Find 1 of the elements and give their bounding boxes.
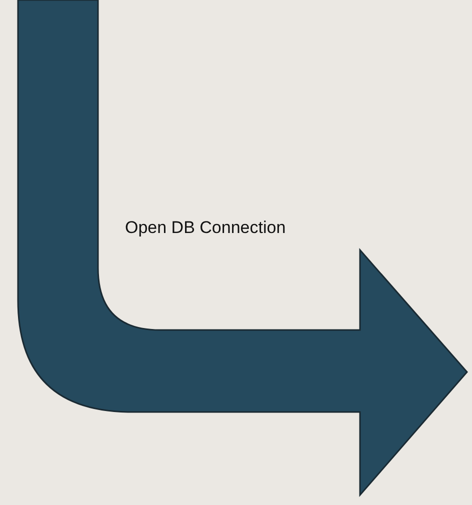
step-label: Open DB Connection xyxy=(125,218,286,238)
